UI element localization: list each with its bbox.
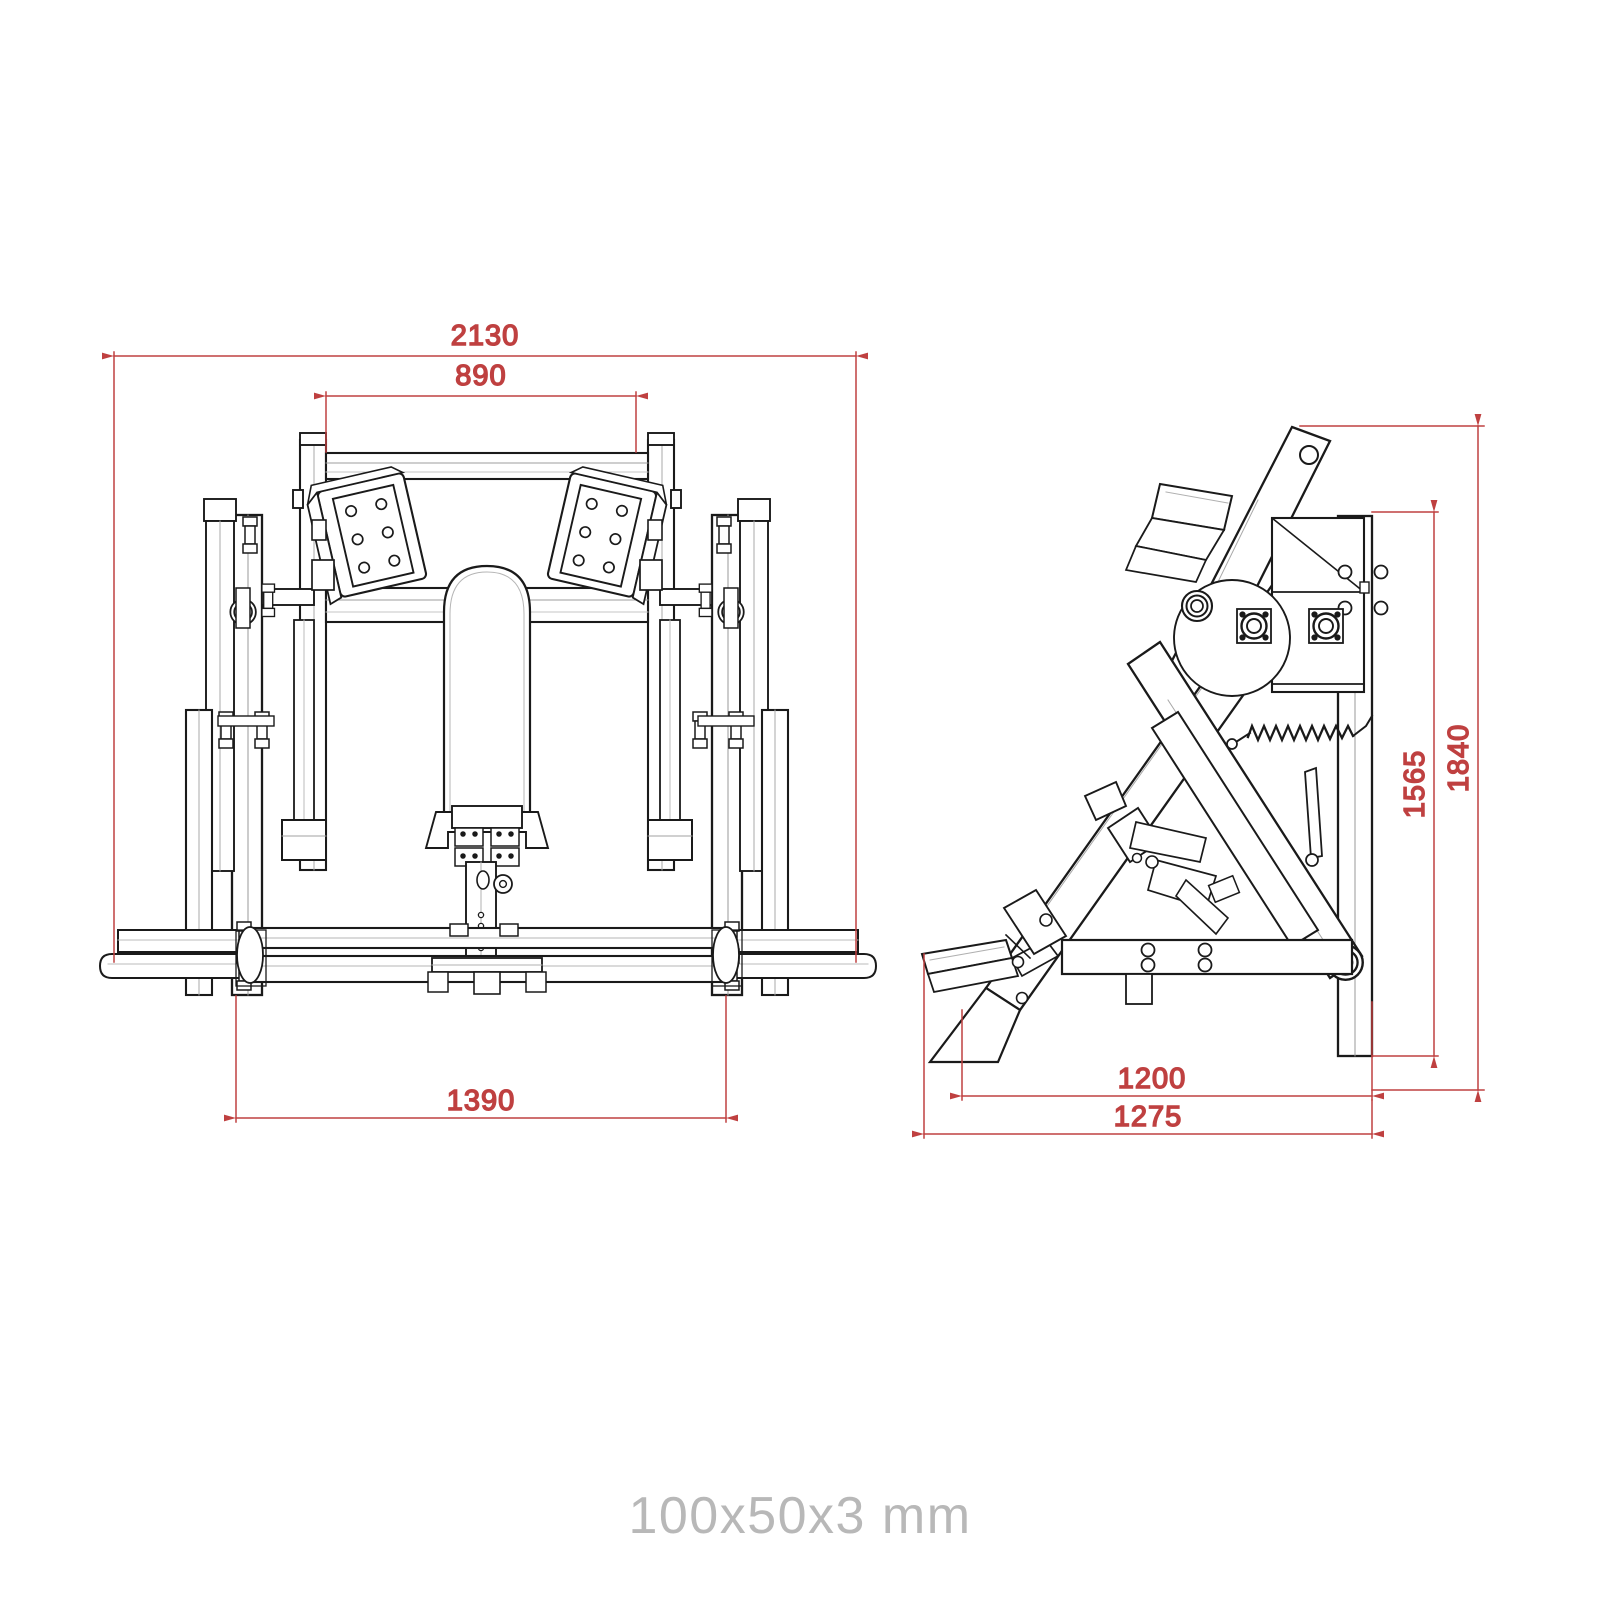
dim-base-width: 1390 bbox=[224, 995, 738, 1123]
left-footplate bbox=[306, 466, 428, 606]
weight-horn-right-lower bbox=[725, 953, 878, 979]
hardware-cluster-upper-right bbox=[698, 516, 745, 629]
side-base-tab bbox=[1125, 973, 1153, 1005]
base-upper-rail bbox=[246, 926, 730, 950]
drawing-caption: 100x50x3 mm bbox=[628, 1487, 972, 1545]
dim-overall-depth-label: 1275 bbox=[1114, 1101, 1183, 1133]
side-flange-bearing-left bbox=[1235, 607, 1273, 645]
side-tension-spring bbox=[1226, 714, 1374, 750]
hardware-cluster-upper-left bbox=[229, 516, 276, 629]
dim-overall-height: 1840 bbox=[1299, 414, 1485, 1102]
dim-overall-height-label: 1840 bbox=[1443, 724, 1475, 793]
base-centre-plate bbox=[427, 957, 547, 995]
side-flange-bearing-right bbox=[1307, 607, 1345, 645]
weight-horn-left-lower bbox=[98, 953, 251, 979]
front-view-drawing bbox=[98, 432, 878, 997]
dim-post-height-label: 1565 bbox=[1399, 750, 1431, 819]
side-base-beam bbox=[1060, 938, 1354, 976]
right-footplate bbox=[546, 466, 668, 606]
lateral-rail-left bbox=[203, 498, 315, 872]
seat-carriage bbox=[424, 805, 550, 867]
disc-left bbox=[236, 926, 264, 984]
slider-tube-right bbox=[647, 619, 693, 861]
dim-overall-width: 2130 bbox=[102, 319, 868, 963]
dim-upper-frame-width: 890 bbox=[314, 359, 648, 453]
side-front-leg-foot bbox=[927, 986, 1022, 1064]
dim-frame-depth-label: 1200 bbox=[1118, 1063, 1187, 1095]
side-adjust-linkage bbox=[1106, 806, 1241, 936]
dim-frame-depth: 1200 bbox=[950, 1001, 1384, 1101]
dimension-layer: 2130 890 1390 1200 bbox=[102, 319, 1485, 1139]
side-upper-footplate bbox=[1124, 482, 1234, 583]
dim-base-width-label: 1390 bbox=[447, 1085, 516, 1117]
dim-overall-depth: 1275 bbox=[912, 953, 1384, 1139]
dim-overall-width-label: 2130 bbox=[451, 320, 520, 352]
disc-right bbox=[712, 926, 740, 984]
side-seat-carrier bbox=[1270, 516, 1389, 694]
slider-tube-left bbox=[281, 619, 327, 861]
base-centre-lugs bbox=[449, 923, 519, 937]
side-inner-brace bbox=[1150, 710, 1320, 948]
weight-horn-left-upper bbox=[117, 929, 251, 953]
hardware-cluster-mid-right bbox=[692, 711, 755, 749]
weight-horn-right-upper bbox=[725, 929, 859, 953]
seat-adjust-column bbox=[465, 861, 513, 973]
side-lower-footplate bbox=[920, 938, 1060, 994]
side-pivot-upper bbox=[1180, 589, 1214, 623]
side-handle-stub bbox=[1083, 780, 1128, 822]
dim-post-height: 1565 bbox=[1371, 500, 1439, 1068]
dim-upper-frame-width-label: 890 bbox=[455, 360, 506, 392]
post-cap-right bbox=[647, 432, 682, 509]
side-view-drawing bbox=[920, 425, 1389, 1064]
side-rear-hanger bbox=[1304, 766, 1323, 867]
backrest-pad bbox=[442, 564, 532, 822]
hardware-cluster-mid-left bbox=[217, 711, 275, 749]
side-foot-links bbox=[1002, 888, 1068, 1005]
